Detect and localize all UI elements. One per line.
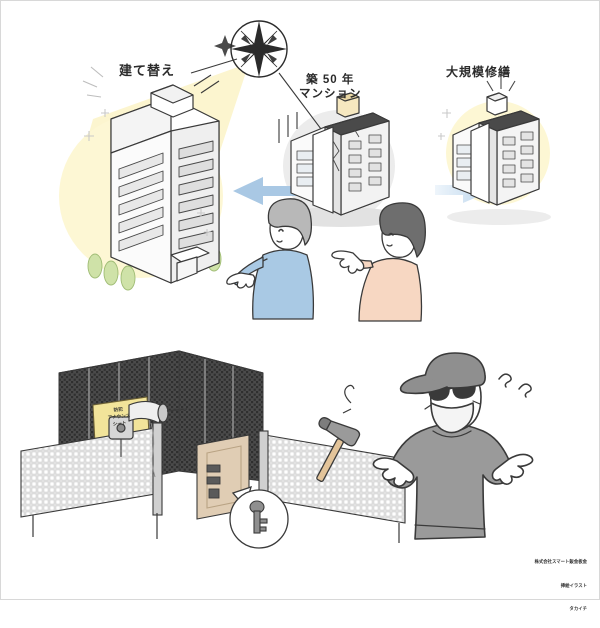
sparkle-icon: [214, 35, 236, 57]
sparkle-icon: [84, 109, 211, 236]
label-renovation: 大規模修繕: [446, 65, 512, 79]
crack-lines: [332, 126, 360, 172]
pointer-lines: [190, 58, 322, 130]
wire: [150, 422, 156, 478]
sweat-drop-icon: [498, 373, 532, 398]
label-rebuild: 建て替え: [119, 63, 176, 78]
sparkle-icon: [438, 109, 451, 140]
key-callout: [229, 485, 289, 549]
lock-icon: [206, 464, 221, 499]
motion-lines: [342, 384, 355, 414]
shine-lines: [486, 75, 516, 92]
renovated-apartment-building: [438, 75, 551, 225]
credit-line-2: 挿絵イラスト: [560, 582, 587, 588]
face-mask-icon: [430, 402, 475, 434]
person-left: [226, 198, 315, 320]
illustration-canvas: 建て替え 築 50 年 マンション 大規模修繕: [0, 0, 600, 611]
hammer-icon: [316, 384, 361, 483]
credit-line-3: タカイチ: [569, 605, 587, 611]
top-scene: [59, 20, 551, 322]
announcement-sign-text: 防犯 アナウンス シート: [107, 406, 131, 427]
aged-apartment-building: [278, 92, 401, 227]
compass-rose-icon: [230, 20, 288, 78]
person-right: [331, 202, 426, 322]
fence: [20, 422, 406, 543]
new-highrise-building: [84, 84, 222, 291]
label-aged-building: 築 50 年 マンション: [299, 74, 362, 101]
suspicious-person: [372, 352, 534, 540]
bottom-scene: [20, 350, 534, 549]
arrow-left-icon: [233, 177, 297, 205]
security-camera-icon: [108, 400, 188, 457]
key-icon: [249, 500, 268, 534]
credit-line-1: 株式会社スマート鈑金板金: [534, 559, 587, 565]
credit-block: 株式会社スマート鈑金板金 挿絵イラスト タカイチ: [491, 543, 587, 628]
